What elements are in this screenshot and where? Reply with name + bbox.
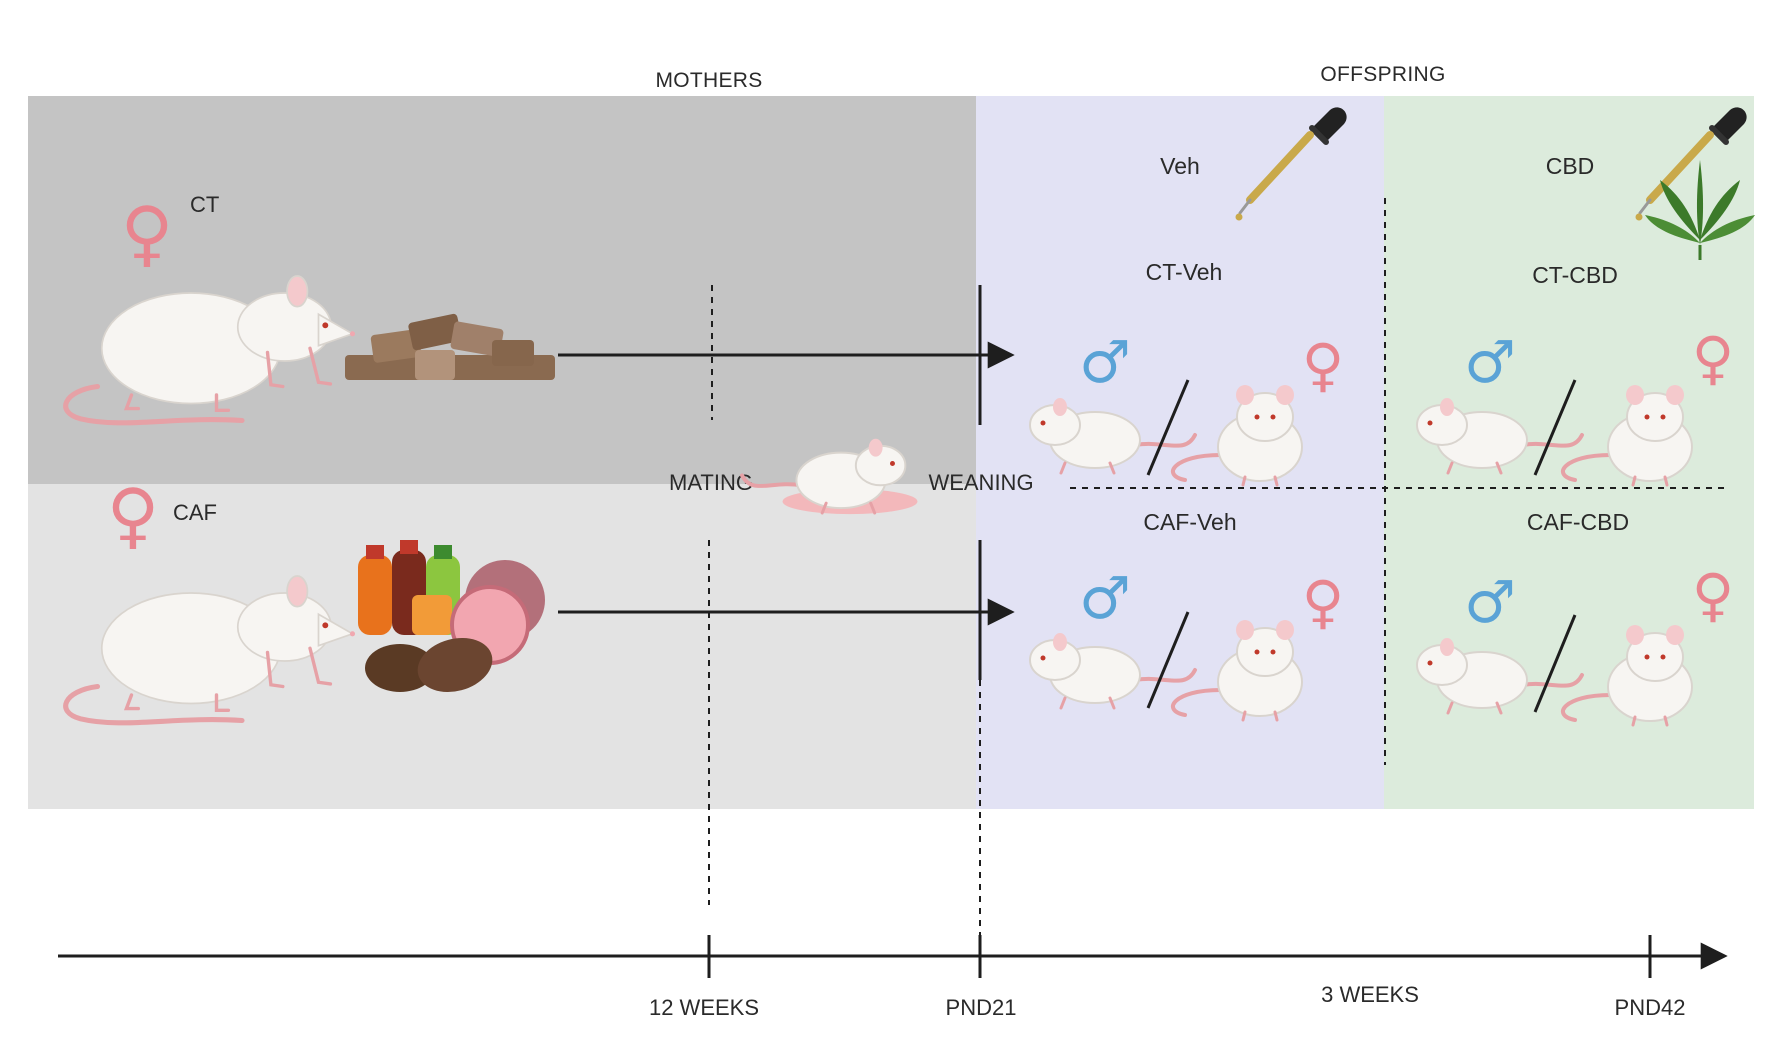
male-symbol: ♂	[1464, 568, 1516, 636]
treatment-cbd-label: CBD	[1546, 153, 1595, 179]
group-caf-cbd-label: CAF-CBD	[1527, 509, 1629, 535]
timeline-label-pnd21: PND21	[946, 995, 1017, 1020]
veh-panel	[976, 96, 1384, 809]
female-symbol: ♀	[1302, 568, 1344, 636]
mothers-header: MOTHERS	[655, 69, 762, 92]
mother-with-pups-icon	[740, 436, 918, 516]
mothers-ct-panel	[28, 96, 976, 484]
divider-slash	[1146, 611, 1190, 709]
divider-slash	[1146, 379, 1190, 476]
male-symbol: ♂	[1079, 564, 1131, 632]
treatment-veh-label: Veh	[1160, 153, 1200, 179]
divider-slash	[1533, 379, 1577, 476]
offspring-header: OFFSPRING	[1320, 63, 1445, 86]
mother-group-caf-label: CAF	[173, 500, 217, 525]
timeline-label-3-weeks: 3 WEEKS	[1321, 982, 1419, 1007]
group-ct-cbd-label: CT-CBD	[1532, 262, 1618, 288]
divider-slash	[1533, 614, 1577, 713]
weaning-label: WEANING	[928, 470, 1033, 495]
female-symbol: ♀	[121, 191, 174, 275]
timeline-label-pnd42: PND42	[1615, 995, 1686, 1020]
female-symbol: ♀	[1692, 324, 1734, 392]
mating-label: MATING	[669, 470, 753, 495]
junk-food-icon	[358, 540, 545, 692]
group-ct-veh-label: CT-Veh	[1146, 259, 1223, 285]
cannabis-leaf-icon	[1645, 160, 1755, 260]
female-symbol: ♀	[1302, 331, 1344, 399]
group-caf-veh-label: CAF-Veh	[1143, 509, 1236, 535]
female-symbol: ♀	[1692, 561, 1734, 629]
chow-pellets-icon	[345, 313, 555, 380]
female-symbol: ♀	[107, 473, 160, 557]
male-symbol: ♂	[1079, 328, 1131, 396]
timeline-label-12-weeks: 12 WEEKS	[649, 995, 759, 1020]
mother-group-ct-label: CT	[190, 192, 219, 217]
male-symbol: ♂	[1464, 328, 1516, 396]
